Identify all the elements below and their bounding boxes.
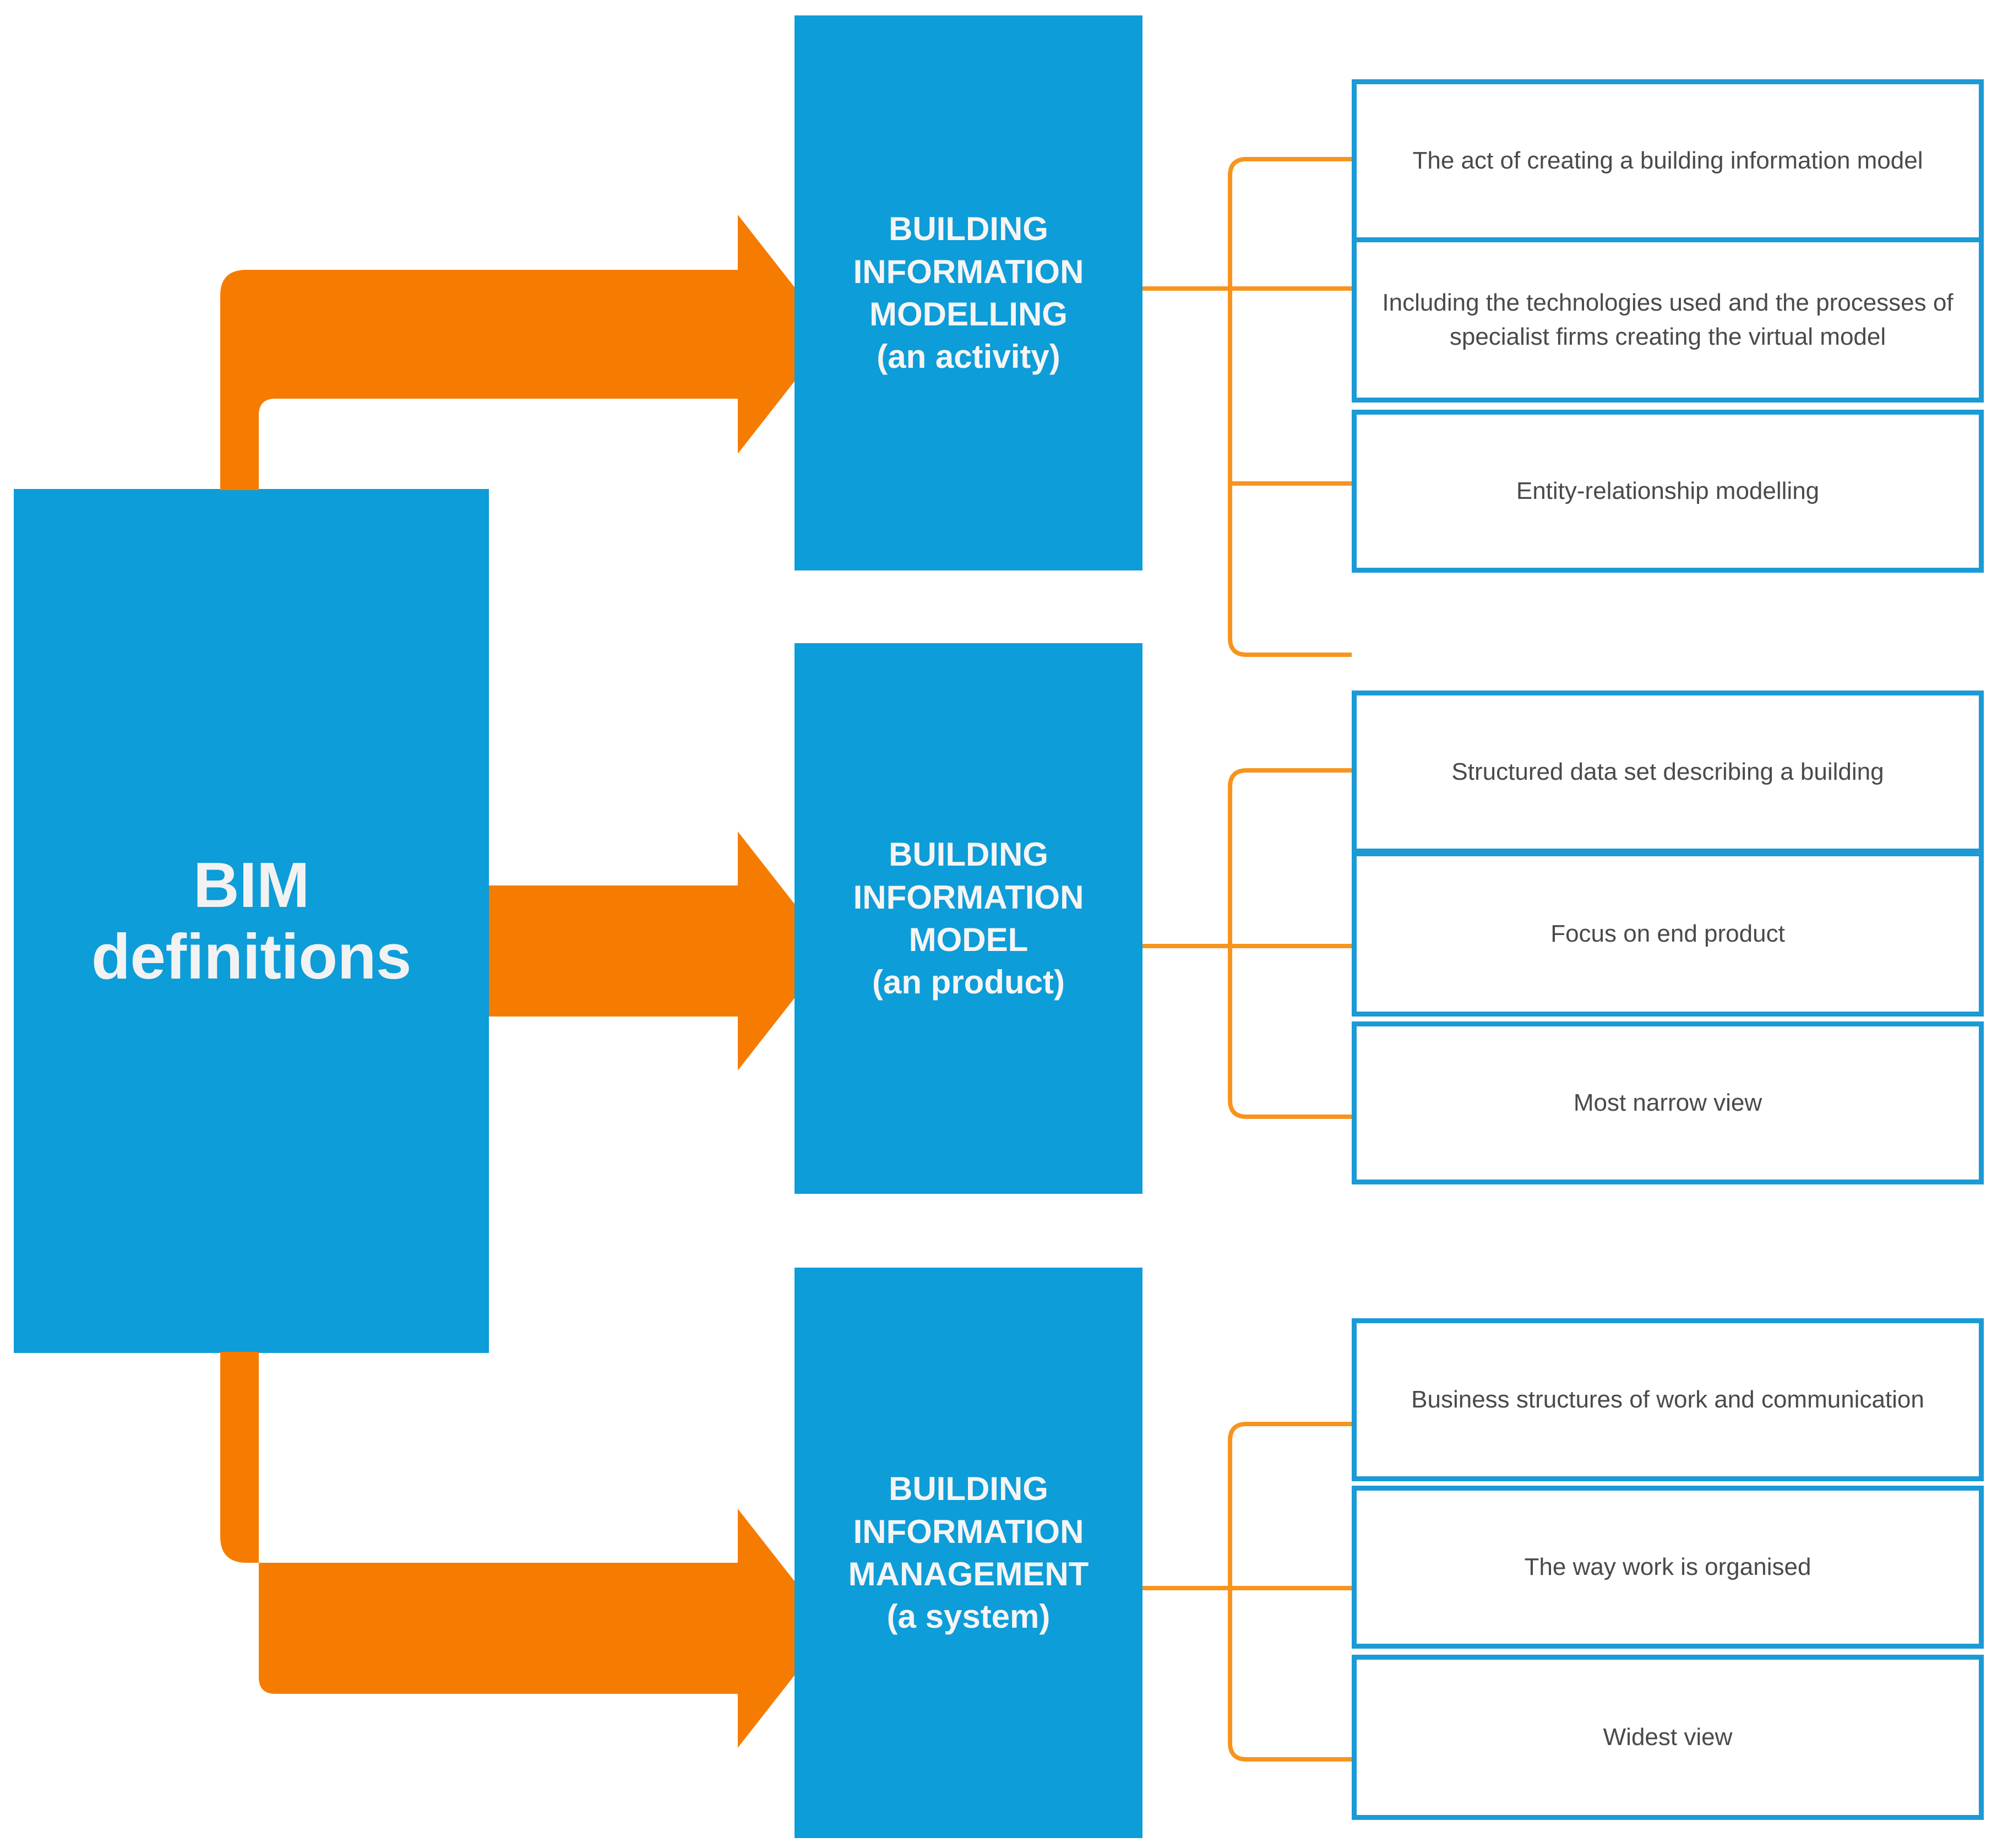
detail-box[interactable]: Widest view [1352, 1655, 1984, 1820]
detail-box[interactable]: Most narrow view [1352, 1021, 1984, 1184]
detail-box-label: The act of creating a building informati… [1412, 146, 1923, 174]
bracket-bim-management [1142, 1422, 1352, 1762]
detail-box-label: Including the technologies used and the … [1382, 289, 1954, 350]
main-node-label: BUILDING INFORMATION MANAGEMENT (a syste… [848, 1470, 1089, 1635]
detail-box[interactable]: Entity-relationship modelling [1352, 410, 1984, 573]
arrow-to-bim-modelling [220, 215, 831, 490]
main-node-bim-management[interactable]: BUILDING INFORMATION MANAGEMENT (a syste… [795, 1268, 1142, 1838]
bracket-bim-model [1142, 768, 1352, 1119]
root-node-bim-definitions[interactable]: BIM definitions [14, 489, 489, 1353]
bracket-bim-modelling [1142, 157, 1352, 657]
detail-box-label: Focus on end product [1550, 920, 1785, 947]
detail-box[interactable]: The act of creating a building informati… [1352, 79, 1984, 242]
detail-box-label: Structured data set describing a buildin… [1451, 758, 1884, 785]
detail-box[interactable]: Structured data set describing a buildin… [1352, 691, 1984, 854]
main-node-bim-modelling[interactable]: BUILDING INFORMATION MODELLING (an activ… [795, 15, 1142, 570]
detail-box[interactable]: The way work is organised [1352, 1486, 1984, 1649]
detail-box-label: Widest view [1603, 1723, 1733, 1751]
root-node-label: BIM definitions [91, 849, 411, 992]
detail-box-label: The way work is organised [1524, 1553, 1811, 1580]
detail-box-label: Most narrow view [1573, 1089, 1762, 1116]
detail-box[interactable]: Business structures of work and communic… [1352, 1318, 1984, 1481]
arrow-to-bim-management [220, 1352, 831, 1748]
main-node-label: BUILDING INFORMATION MODEL (an product) [853, 836, 1084, 1001]
main-node-bim-model[interactable]: BUILDING INFORMATION MODEL (an product) [795, 643, 1142, 1194]
detail-box[interactable]: Focus on end product [1352, 851, 1984, 1017]
detail-box[interactable]: Including the technologies used and the … [1352, 237, 1984, 403]
arrow-to-bim-model [489, 831, 831, 1070]
main-node-label: BUILDING INFORMATION MODELLING (an activ… [853, 210, 1084, 376]
detail-box-label: Business structures of work and communic… [1411, 1385, 1924, 1413]
detail-box-label: Entity-relationship modelling [1516, 477, 1820, 504]
